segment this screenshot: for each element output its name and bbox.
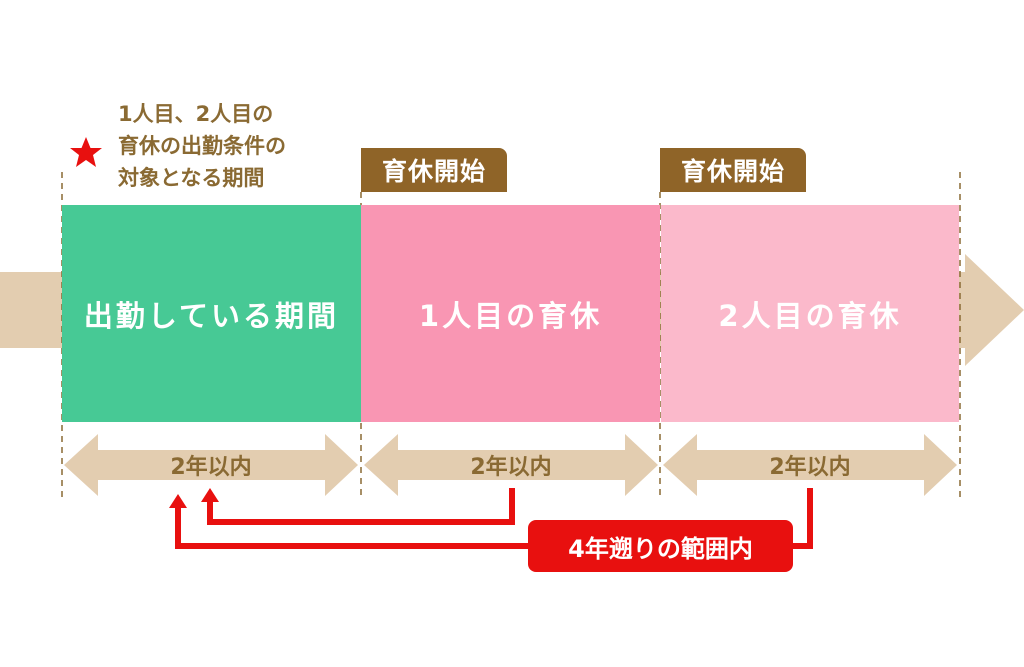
- span-arrow-3: [663, 434, 957, 496]
- span-arrow-2: [364, 434, 658, 496]
- span-arrow-1: [64, 434, 358, 496]
- arrowhead-2: [169, 494, 187, 508]
- star-icon: [70, 137, 102, 167]
- period-working: 出勤している期間: [62, 205, 361, 422]
- lookback-label: 4年遡りの範囲内: [528, 520, 793, 572]
- leave-start-tag-2: 育休開始: [660, 148, 806, 192]
- period-second-leave: 2人目の育休: [661, 205, 959, 422]
- note-line: 1人目、2人目の: [118, 102, 274, 126]
- eligibility-note: 1人目、2人目の 育休の出勤条件の 対象となる期間: [118, 98, 286, 194]
- note-line: 対象となる期間: [118, 166, 265, 190]
- span-label-1: 2年以内: [170, 455, 252, 480]
- span-label-2: 2年以内: [470, 455, 552, 480]
- span-label-3: 2年以内: [769, 455, 851, 480]
- lookback-arrows: [175, 488, 813, 549]
- span-arrows: [64, 434, 957, 496]
- arrowhead-1: [201, 488, 219, 502]
- leave-start-tag-1: 育休開始: [361, 148, 507, 192]
- period-first-leave: 1人目の育休: [361, 205, 660, 422]
- note-line: 育休の出勤条件の: [118, 134, 286, 158]
